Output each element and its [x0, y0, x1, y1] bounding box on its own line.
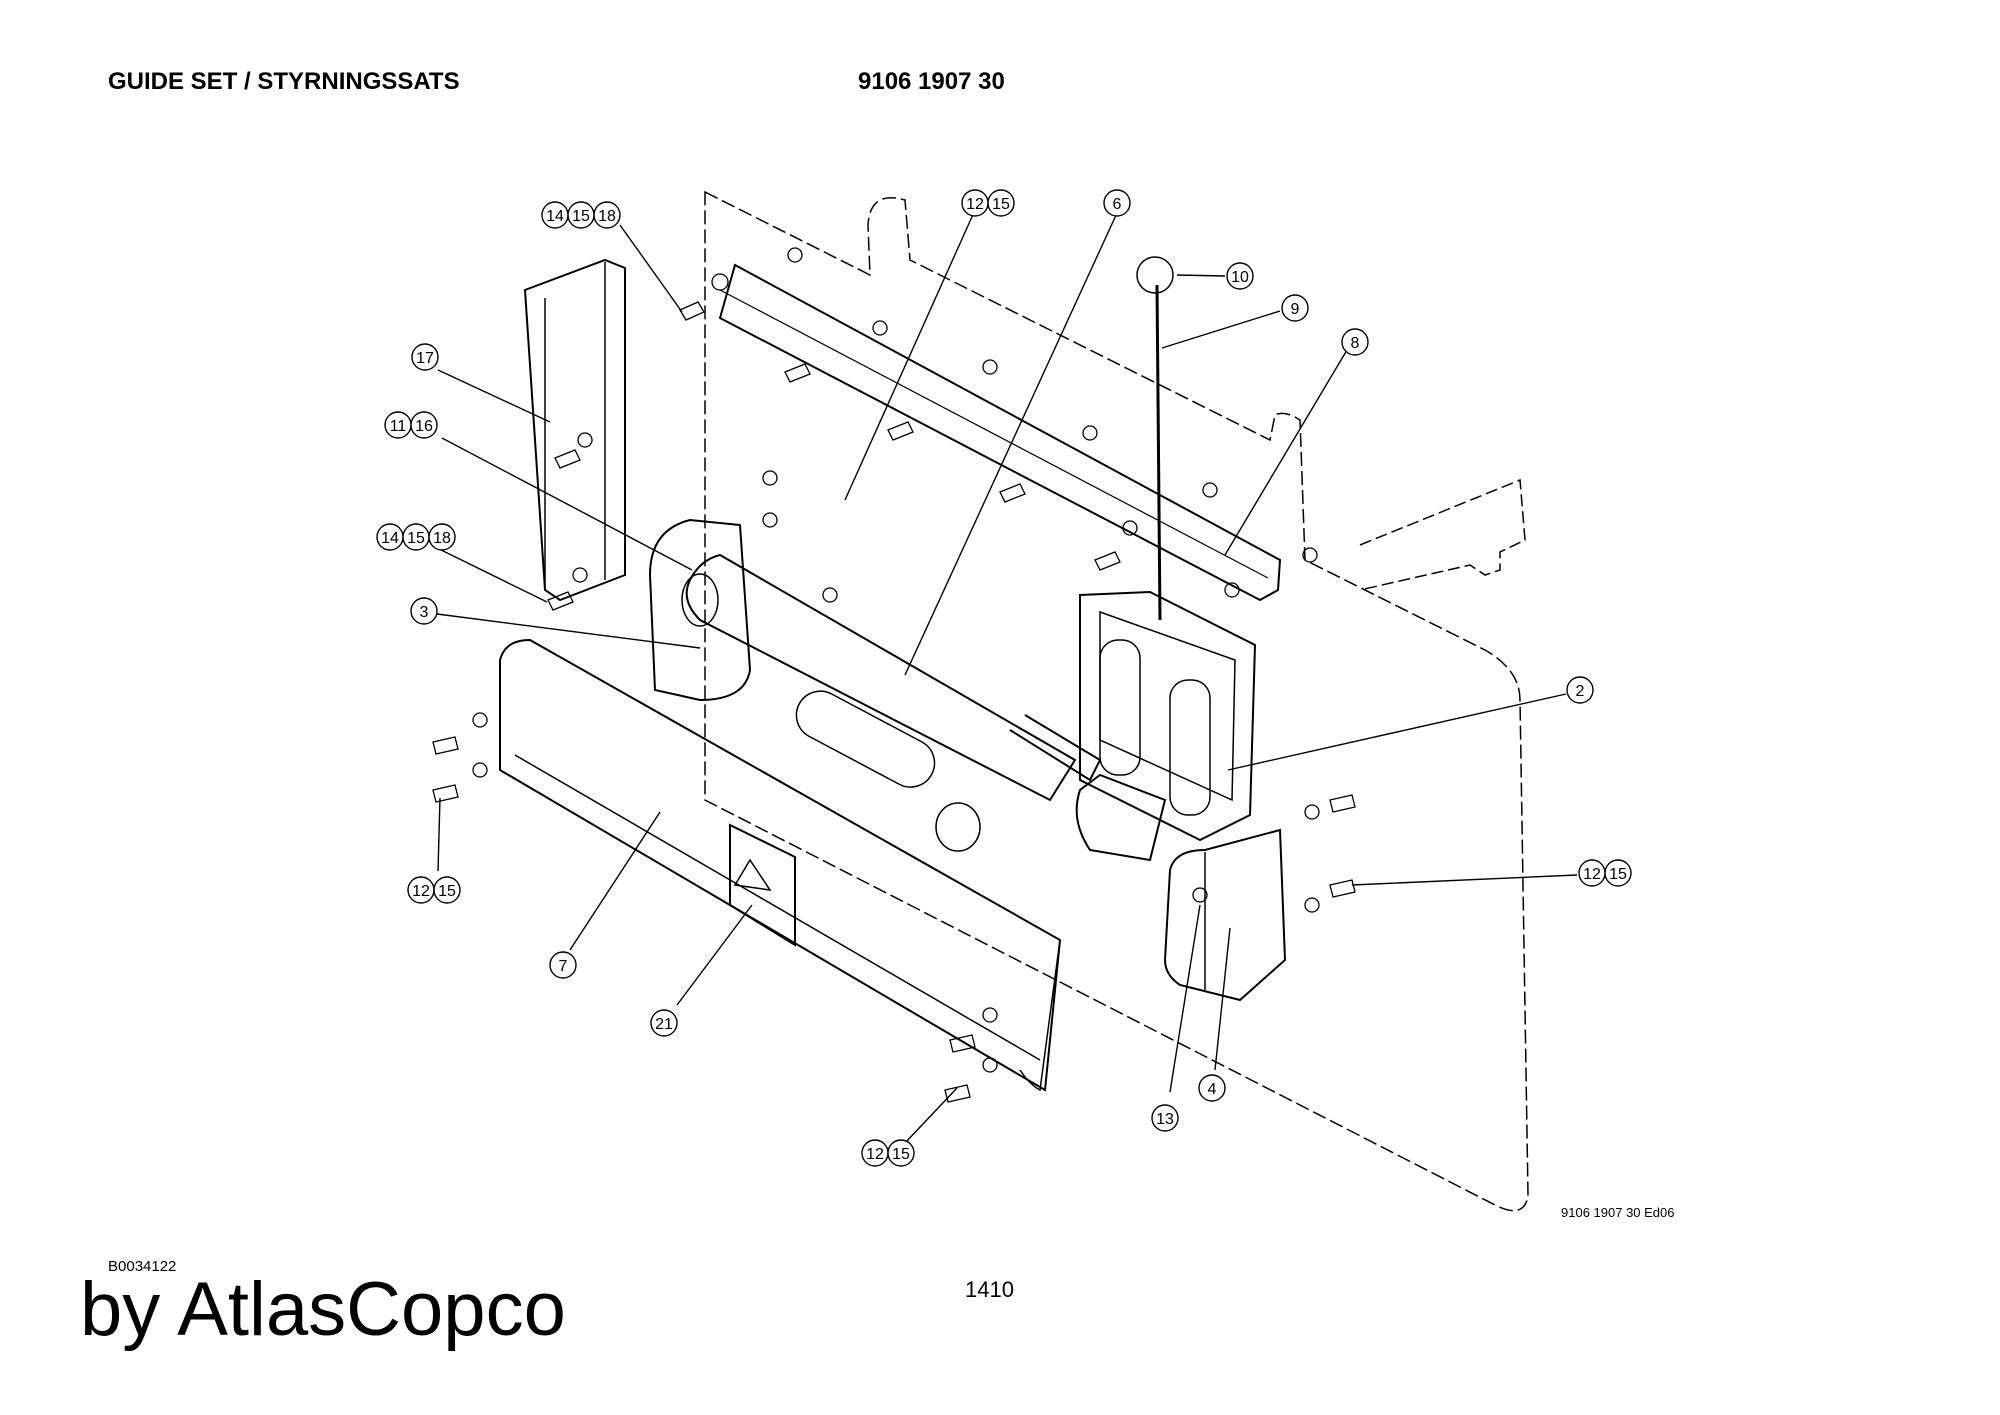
callout-number: 6	[1113, 196, 1122, 213]
callout-balloon	[987, 189, 1015, 217]
callout-balloon	[1604, 859, 1632, 887]
vertical-bracket	[523, 258, 626, 602]
callout-number: 17	[416, 350, 434, 367]
page-number: 1410	[965, 1277, 1014, 1302]
callout-7: 7	[549, 951, 577, 979]
guide-housing	[499, 638, 1062, 1092]
callout-number: 14	[546, 208, 564, 225]
callout-3: 3	[410, 597, 438, 625]
callout-number: 15	[1609, 866, 1627, 883]
callout-balloon	[1281, 294, 1309, 322]
callout-9: 9	[1281, 294, 1309, 322]
cylinder-end	[1075, 773, 1167, 862]
callout-number: 8	[1351, 335, 1360, 352]
callout-number: 15	[407, 530, 425, 547]
callout-number: 7	[559, 958, 568, 975]
callout-12-15-left: 12 15	[407, 876, 461, 904]
end-bracket-left	[648, 518, 752, 702]
callout-8: 8	[1341, 328, 1369, 356]
callout-2: 2	[1566, 676, 1594, 704]
callout-number: 16	[415, 418, 433, 435]
callout-number: 12	[866, 1146, 884, 1163]
callout-12-15-bottom: 12 15	[861, 1139, 915, 1167]
callout-12-15-right: 12 15	[1578, 859, 1632, 887]
handle-rod	[1155, 284, 1162, 621]
callout-number: 12	[1583, 866, 1601, 883]
reference-code: B0034122	[108, 1258, 177, 1275]
guide-cylinder	[685, 553, 1077, 802]
callout-number: 12	[412, 883, 430, 900]
callout-number: 11	[390, 418, 407, 435]
callout-balloon	[410, 597, 438, 625]
callout-number: 10	[1231, 269, 1249, 286]
callout-10: 10	[1226, 262, 1254, 290]
back-plate-outline	[704, 190, 1529, 1212]
callout-number: 15	[992, 196, 1010, 213]
callout-14-15-18-top: 14 15 18	[541, 201, 621, 229]
callout-number: 2	[1576, 683, 1585, 700]
callout-number: 4	[1208, 1081, 1217, 1098]
callout-balloon	[1566, 676, 1594, 704]
page-title: GUIDE SET / STYRNINGSSATS	[108, 68, 460, 95]
callout-balloon	[593, 201, 621, 229]
callout-balloon	[549, 951, 577, 979]
callout-number: 3	[420, 604, 429, 621]
drawing-id: 9106 1907 30 Ed06	[1561, 1205, 1675, 1220]
callout-balloon	[428, 523, 456, 551]
callout-balloon	[1103, 189, 1131, 217]
callout-balloon	[1341, 328, 1369, 356]
callout-balloon	[410, 411, 438, 439]
callout-balloon	[1198, 1074, 1226, 1102]
callout-balloon	[433, 876, 461, 904]
back-plate-tab	[1359, 478, 1526, 591]
callout-4: 4	[1198, 1074, 1226, 1102]
callout-number: 14	[381, 530, 399, 547]
callout-6: 6	[1103, 189, 1131, 217]
leader-lines	[434, 209, 1578, 1144]
callout-number: 15	[892, 1146, 910, 1163]
callout-number: 13	[1156, 1111, 1174, 1128]
callout-balloon	[887, 1139, 915, 1167]
part-number: 9106 1907 30	[858, 68, 1005, 95]
callout-number: 15	[438, 883, 456, 900]
fasteners	[432, 247, 1356, 1103]
callout-number: 18	[433, 530, 451, 547]
end-bracket-right	[1163, 828, 1287, 1002]
callout-balloon	[1226, 262, 1254, 290]
callout-13: 13	[1151, 1104, 1179, 1132]
callout-balloon	[1151, 1104, 1179, 1132]
handle-knob	[1136, 256, 1174, 294]
roller-frame	[1079, 590, 1257, 842]
callout-11-16: 11 16	[384, 411, 438, 439]
callout-number: 15	[572, 208, 590, 225]
brand-wordmark: by AtlasCopco	[80, 1267, 566, 1352]
callout-balloon	[411, 343, 439, 371]
callout-14-15-18-mid: 14 15 18	[376, 523, 456, 551]
piston-rod	[1009, 714, 1102, 782]
callout-number: 18	[598, 208, 616, 225]
upper-rail	[718, 263, 1282, 602]
callout-17: 17	[411, 343, 439, 371]
callout-number: 21	[655, 1016, 673, 1033]
callout-21: 21	[650, 1009, 678, 1037]
warning-label	[729, 823, 796, 947]
callout-number: 12	[966, 196, 984, 213]
callout-group: 14 15 18 12 15 6 10 9 8 17 11 16 14 15 18 3 2 12 15 12 15 7 21…	[376, 189, 1632, 1167]
callout-number: 9	[1291, 301, 1300, 318]
callout-balloon	[650, 1009, 678, 1037]
callout-12-15-top: 12 15	[961, 189, 1015, 217]
